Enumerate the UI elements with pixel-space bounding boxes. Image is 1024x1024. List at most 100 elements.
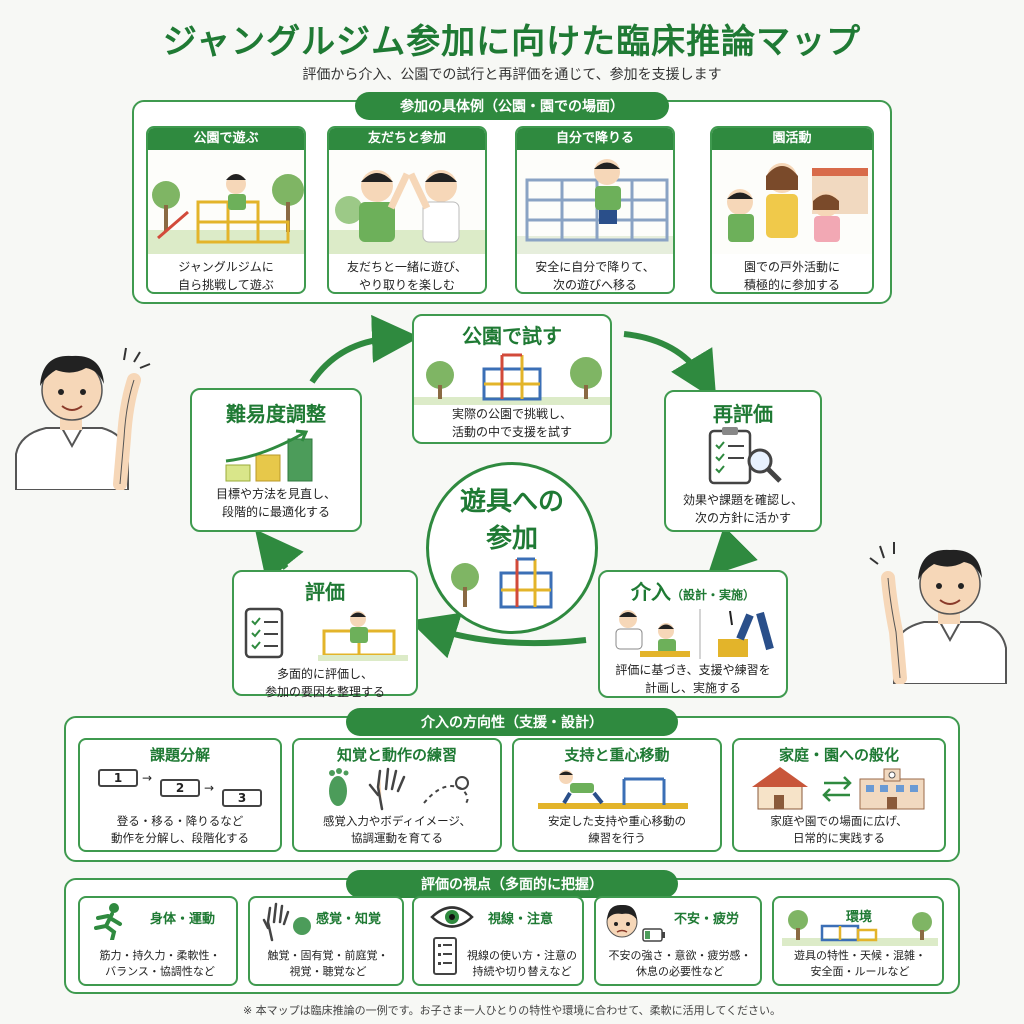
node-text-line1: 多面的に評価し、	[276, 667, 373, 681]
viewpoint-text-line1: 不安の強さ・意欲・疲労感・	[608, 949, 752, 962]
node-text-line2: 次の方針に活かす	[694, 511, 791, 525]
node-title: 公園で試す	[462, 324, 562, 348]
viewpoint-sensory-perception: 感覚・知覚 触覚・固有覚・前庭覚・ 視覚・聴覚など	[248, 896, 404, 986]
direction-perception-practice: 知覚と動作の練習 感覚入力やボディイメージ、 協調運動を育てる	[292, 738, 502, 852]
example-text-line2: やり取りを楽しむ	[358, 278, 455, 292]
center-title-line2: 参加	[485, 524, 538, 554]
node-text-line1: 効果や課題を確認し、	[682, 493, 803, 507]
foot-hand-icon	[329, 767, 469, 811]
viewpoint-title: 視線・注意	[488, 912, 554, 927]
park-environment-icon	[782, 910, 938, 946]
viewpoint-text-line2: 休息の必要性など	[636, 965, 724, 978]
example-text-line1: 安全に自分で降りて、	[535, 260, 655, 274]
step-box: 3	[222, 789, 262, 807]
page-title: ジャングルジム参加に向けた臨床推論マップ	[162, 22, 862, 62]
examples-header: 参加の具体例（公園・園での場面）	[355, 92, 669, 120]
viewpoint-text-line2: 持続や切り替えなど	[472, 965, 572, 978]
example-card-label: 友だちと参加	[329, 128, 485, 150]
example-text-line1: 友だちと一緒に遊び、	[346, 260, 467, 274]
direction-header: 介入の方向性（支援・設計）	[346, 708, 678, 736]
box-text-line1: 家庭や園での場面に広げ、	[770, 814, 908, 828]
park-jungle-gym-icon	[414, 353, 610, 405]
node-text-line1: 目標や方法を見直し、	[215, 487, 336, 501]
example-text-line2: 次の遊びへ移る	[552, 278, 637, 292]
example-card-label: 自分で降りる	[517, 128, 673, 150]
example-card-label: 公園で遊ぶ	[148, 128, 304, 150]
viewpoint-title: 感覚・知覚	[316, 912, 382, 927]
arrow-reeval-to-intervention	[707, 526, 758, 577]
step-box: 2	[160, 779, 200, 797]
box-text-line2: 協調運動を育てる	[351, 831, 443, 845]
example-text-line1: ジャングルジムに	[178, 260, 274, 274]
node-title: 評価	[305, 580, 345, 604]
evaluation-illustration	[244, 607, 408, 661]
eye-icon	[430, 906, 474, 928]
step-up-chart-icon	[225, 429, 313, 482]
jungle-gym-play-illustration	[148, 150, 304, 254]
viewpoint-title: 環境	[845, 910, 872, 925]
viewpoint-text-line1: 触覚・固有覚・前庭覚・	[267, 949, 389, 962]
box-text-line1: 登る・移る・降りるなど	[116, 814, 244, 828]
climbing-down-illustration	[517, 150, 673, 254]
arrow-right-icon: →	[142, 771, 153, 785]
direction-support-weight-shift: 支持と重心移動 安定した支持や重心移動の 練習を行う	[512, 738, 722, 852]
direction-task-analysis: 課題分解 1 → 2 → 3 登る・移る・降りるなど 動作を分解し、段階化する	[78, 738, 282, 852]
example-card-label: 園活動	[712, 128, 872, 150]
direction-generalization: 家庭・園への般化 家庭や園での場面に広げ、 日常的に実践する	[732, 738, 946, 852]
viewpoint-text-line1: 視線の使い方・注意の	[467, 949, 577, 962]
box-text-line1: 感覚入力やボディイメージ、	[322, 814, 472, 828]
hand-ball-icon	[262, 902, 311, 942]
step-sequence-icon: 1 → 2 → 3	[80, 765, 280, 809]
box-title: 支持と重心移動	[564, 746, 670, 764]
viewpoint-text-line2: 安全面・ルールなど	[810, 965, 910, 978]
node-text-line1: 実際の公園で挑戦し、	[451, 407, 572, 421]
box-text-line2: 練習を行う	[588, 831, 646, 845]
viewpoint-title: 不安・疲労	[674, 912, 740, 927]
example-card-descend: 自分で降りる 安全に自分で降りて、 次の遊びへ移る	[515, 126, 675, 294]
node-title: 難易度調整	[226, 402, 326, 426]
box-title: 知覚と動作の練習	[336, 746, 457, 764]
example-card-kindergarten: 園活動 園での戸外活動に 積極的に参加する	[710, 126, 874, 294]
node-difficulty: 難易度調整 目標や方法を見直し、 段階的に最適化する	[190, 388, 362, 532]
footnote: ※ 本マップは臨床推論の一例です。お子さま一人ひとりの特性や環境に合わせて、柔軟…	[242, 1004, 782, 1017]
center-jungle-gym-icon	[451, 557, 553, 609]
box-title: 家庭・園への般化	[778, 746, 899, 764]
viewpoint-title: 身体・運動	[150, 912, 216, 927]
center-goal-circle: 遊具への 参加	[426, 462, 598, 634]
therapist-left-illustration	[15, 347, 151, 490]
arrow-evaluation-to-difficulty	[255, 529, 304, 582]
viewpoints-header: 評価の視点（多面的に把握）	[346, 870, 678, 898]
intervention-illustration	[615, 609, 774, 659]
box-title: 課題分解	[149, 746, 210, 764]
viewpoint-environment: 環境 遊具の特性・天候・混雑・ 安全面・ルールなど	[772, 896, 944, 986]
box-text-line1: 安定した支持や重心移動の	[548, 814, 686, 828]
example-card-park: 公園で遊ぶ ジャングルジムに 自ら挑戦して遊ぶ	[146, 126, 306, 294]
arrow-park-to-reeval	[623, 331, 717, 401]
node-text-line2: 段階的に最適化する	[221, 505, 330, 519]
viewpoint-text-line1: 筋力・持久力・柔軟性・	[99, 949, 221, 962]
example-text-line2: 積極的に参加する	[743, 278, 840, 292]
node-text-line1: 評価に基づき、支援や練習を	[615, 663, 771, 677]
viewpoint-gaze-attention: 視線・注意 視線の使い方・注意の 持続や切り替えなど	[412, 896, 584, 986]
running-person-icon	[94, 903, 122, 940]
example-text-line2: 自ら挑戦して遊ぶ	[178, 278, 274, 292]
viewpoint-text-line2: 視覚・聴覚など	[289, 965, 367, 978]
page-subtitle: 評価から介入、公園での試行と再評価を通じて、参加を支援します	[302, 67, 722, 83]
checklist-icon	[433, 937, 457, 975]
viewpoint-text-line1: 遊具の特性・天候・混雑・	[794, 949, 926, 962]
therapist-right-illustration	[869, 542, 1007, 684]
node-reevaluation: 再評価 効果や課題を確認し、 次の方針に活かす	[664, 390, 822, 532]
node-title: 介入	[630, 580, 671, 604]
node-evaluation: 評価 多面的に評価し、 参加の要因を整理する	[232, 570, 418, 699]
center-title-line1: 遊具への	[459, 487, 564, 517]
node-text-line2: 活動の中で支援を試す	[451, 425, 572, 439]
kindergarten-activity-illustration	[712, 150, 872, 254]
home-school-icon	[752, 767, 925, 810]
box-text-line2: 日常的に実践する	[793, 831, 885, 845]
box-text-line2: 動作を分解し、段階化する	[111, 831, 249, 845]
node-text-line2: 参加の要因を整理する	[264, 685, 385, 699]
node-park-trial: 公園で試す 実際の公園で挑戦し、 活動の中で支援を試す	[412, 314, 612, 444]
battery-low-icon	[642, 928, 665, 942]
node-text-line2: 計画し、実施する	[644, 681, 741, 695]
viewpoint-anxiety-fatigue: 不安・疲労 不安の強さ・意欲・疲労感・ 休息の必要性など	[594, 896, 762, 986]
